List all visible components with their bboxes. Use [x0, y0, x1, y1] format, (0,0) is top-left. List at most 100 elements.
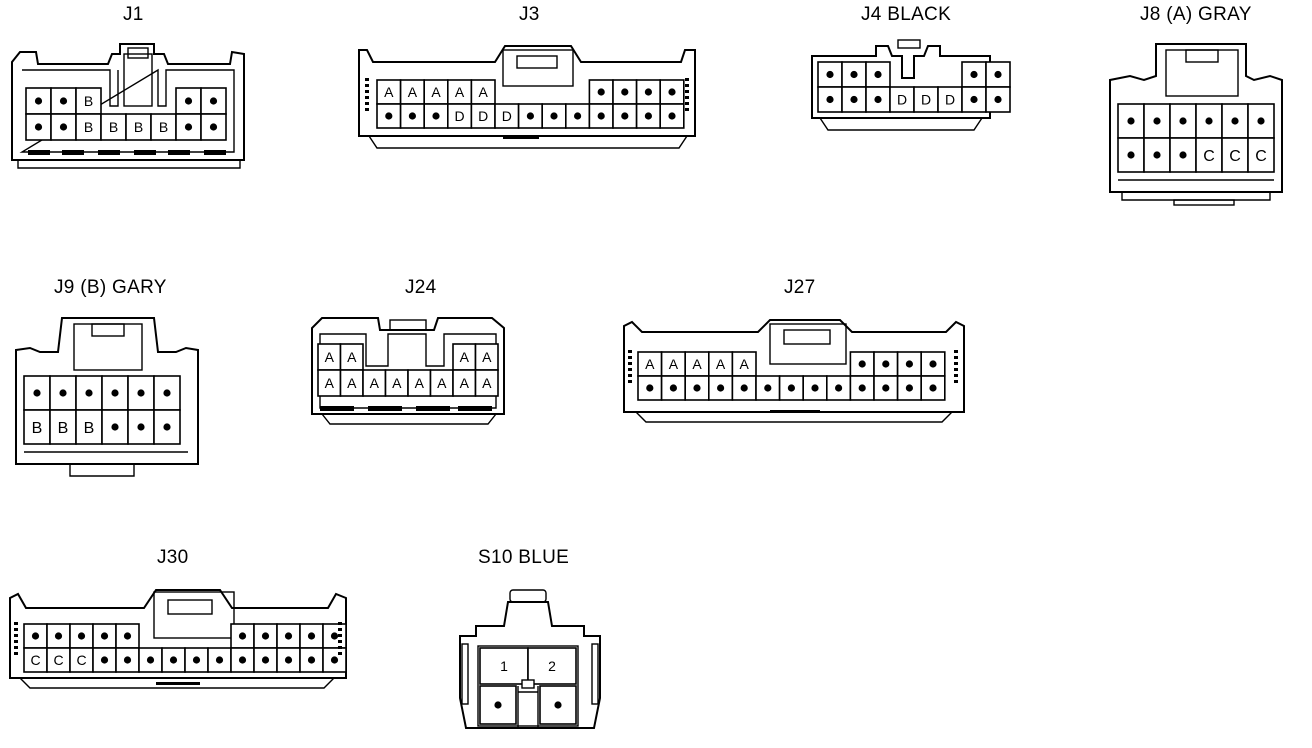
pin-dot	[146, 656, 155, 664]
pin-cell	[1247, 137, 1275, 173]
base-slot	[770, 410, 820, 413]
pin-letter: C	[1255, 148, 1267, 165]
pin-dot	[1257, 117, 1265, 125]
pin-dot	[717, 384, 725, 392]
pin-dot	[123, 632, 132, 640]
pin-letter: A	[740, 356, 750, 372]
pin-dot	[31, 632, 40, 640]
pin-letter: A	[347, 375, 357, 391]
pin-letter: D	[478, 108, 488, 124]
latch	[153, 591, 235, 639]
connector-label-s10: S10 BLUE	[478, 547, 570, 568]
pin-dot	[1127, 151, 1135, 159]
latch-tab	[91, 323, 125, 337]
rib	[14, 634, 18, 637]
pin-dot	[432, 112, 440, 120]
pin-letter: A	[347, 349, 357, 365]
pin-dot	[574, 112, 582, 120]
pin-letter: C	[1203, 148, 1215, 165]
pin-cell	[841, 86, 867, 113]
housing	[9, 589, 347, 679]
rib	[628, 350, 632, 353]
lock-slot	[98, 150, 120, 155]
rib	[954, 362, 958, 365]
rib	[338, 628, 342, 631]
pin-letter: A	[479, 84, 489, 100]
latch-tab	[389, 319, 427, 331]
pin-cell	[150, 113, 177, 141]
pin-dot	[34, 123, 43, 131]
base	[368, 135, 688, 149]
pin-dot	[111, 423, 119, 431]
rib	[14, 640, 18, 643]
pin-dot	[100, 632, 109, 640]
pin-cell	[75, 409, 103, 445]
pin-dot	[644, 112, 652, 120]
lock-slot	[416, 406, 450, 411]
housing	[358, 45, 696, 137]
rib	[365, 96, 369, 99]
pin-dot	[764, 384, 772, 392]
pin-dot	[261, 632, 270, 640]
housing	[311, 317, 505, 415]
pin-dot	[163, 389, 171, 397]
pin-dot	[137, 389, 145, 397]
pin-letter: C	[53, 652, 63, 668]
pin-letter: B	[84, 119, 93, 135]
rib	[628, 362, 632, 365]
pin-cell	[125, 113, 152, 141]
rib	[628, 374, 632, 377]
pin-dot	[621, 88, 629, 96]
lock-slot	[368, 406, 402, 411]
pin-letter: A	[482, 349, 492, 365]
pin-dot	[284, 632, 293, 640]
rib	[685, 102, 689, 105]
side-rail	[461, 643, 469, 705]
side-rail	[591, 643, 599, 705]
lock-slot	[168, 150, 190, 155]
pin-letter: D	[455, 108, 465, 124]
pin-letter: A	[392, 375, 402, 391]
pin-dot	[905, 384, 913, 392]
pin-dot	[994, 70, 1002, 79]
pin-letter: A	[325, 349, 335, 365]
rib	[685, 90, 689, 93]
pin-letter: A	[716, 356, 726, 372]
pin-dot	[693, 384, 701, 392]
pin-cell	[75, 87, 102, 115]
pin-dot	[184, 97, 193, 105]
connector-label-j3: J3	[519, 4, 540, 25]
pin-dot	[554, 701, 562, 709]
pin-letter: D	[897, 92, 907, 108]
latch	[769, 323, 847, 365]
pin-dot	[209, 123, 218, 131]
pin-dot	[284, 656, 293, 664]
pin-dot	[494, 701, 502, 709]
housing	[11, 43, 245, 161]
pin-dot	[385, 112, 393, 120]
inner-frame	[19, 68, 235, 153]
housing	[1109, 43, 1283, 193]
inner-frame	[477, 645, 579, 727]
rib	[954, 374, 958, 377]
pin-dot	[1127, 117, 1135, 125]
base-slot	[1173, 199, 1235, 206]
pin-dot	[59, 123, 68, 131]
latch-tab	[167, 599, 213, 615]
housing	[459, 601, 601, 729]
pin-dot	[34, 97, 43, 105]
pin-dot	[550, 112, 558, 120]
base	[635, 411, 953, 423]
latch-tab	[897, 39, 921, 49]
center-key	[517, 686, 539, 728]
pin-dot	[1153, 117, 1161, 125]
pin-dot	[77, 632, 86, 640]
pin-dot	[669, 384, 677, 392]
pin-letter: A	[455, 84, 465, 100]
rib	[338, 652, 342, 655]
pin-dot	[59, 389, 67, 397]
